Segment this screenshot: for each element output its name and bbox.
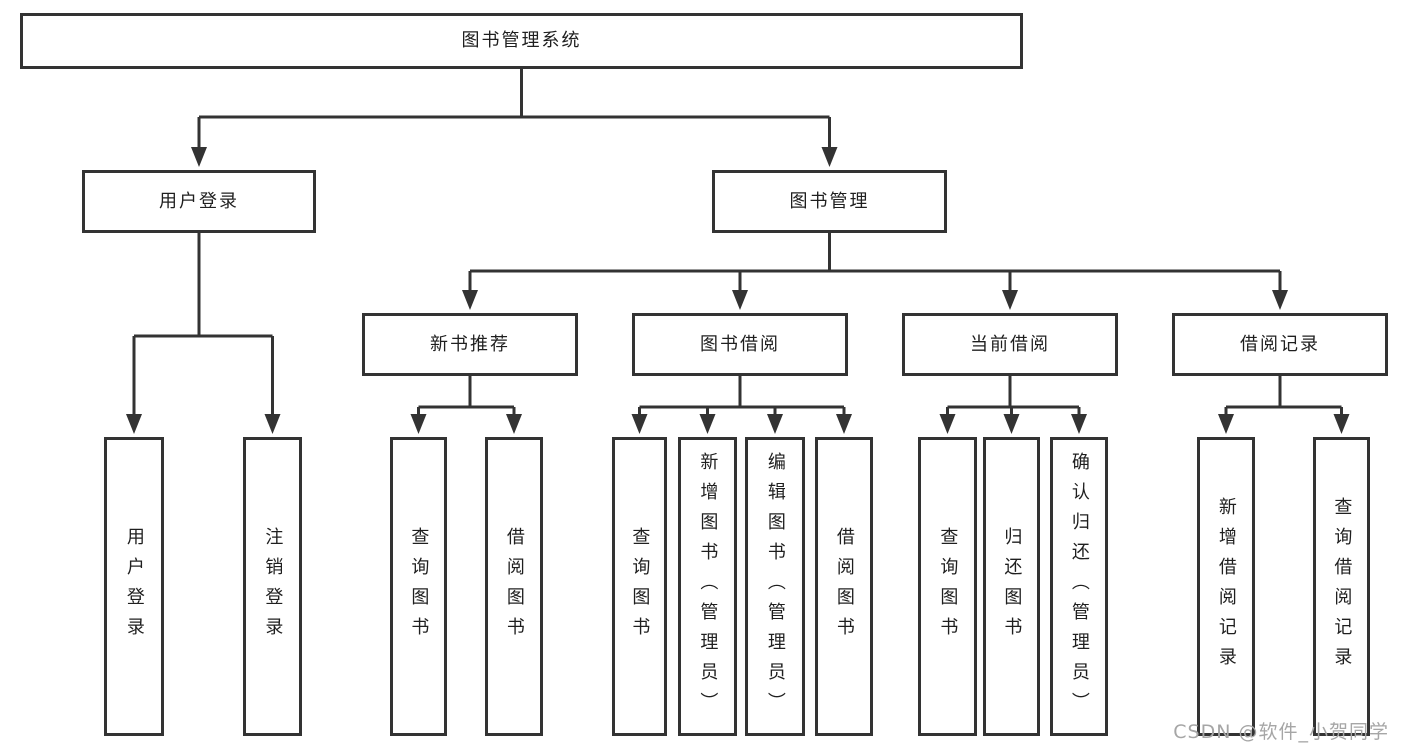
- arrowhead-icon: [462, 290, 478, 310]
- node-label: 用户登录: [123, 526, 145, 647]
- arrowhead-icon: [836, 414, 852, 434]
- arrowhead-icon: [767, 414, 783, 434]
- node-user-login: 用户登录: [82, 170, 316, 233]
- node-current-borrow: 当前借阅: [902, 313, 1118, 376]
- node-new-book-rec: 新书推荐: [362, 313, 578, 376]
- arrowhead-icon: [1333, 414, 1350, 434]
- arrowhead-icon: [821, 147, 838, 167]
- arrowhead-icon: [1071, 414, 1087, 434]
- node-label: 归还图书: [1001, 526, 1023, 647]
- node-leaf-query-borrow-record: 查询借阅记录: [1313, 437, 1370, 736]
- node-leaf-logout: 注销登录: [243, 437, 302, 736]
- node-label: 用户登录: [159, 190, 239, 212]
- node-book-borrow: 图书借阅: [632, 313, 848, 376]
- node-label: 当前借阅: [970, 333, 1050, 355]
- node-root: 图书管理系统: [20, 13, 1023, 69]
- node-borrow-record: 借阅记录: [1172, 313, 1388, 376]
- arrowhead-icon: [1002, 290, 1018, 310]
- node-label: 查询图书: [937, 526, 959, 647]
- node-label: 图书管理: [789, 190, 870, 212]
- arrowhead-icon: [699, 414, 716, 434]
- arrowhead-icon: [191, 147, 207, 167]
- arrowhead-icon: [631, 414, 648, 434]
- node-label: 注销登录: [262, 526, 284, 647]
- node-leaf-add-book: 新增图书（管理员）: [678, 437, 737, 736]
- arrowhead-icon: [126, 414, 142, 434]
- node-leaf-return-book: 归还图书: [983, 437, 1040, 736]
- arrowhead-icon: [506, 414, 522, 434]
- node-label: 新增借阅记录: [1215, 496, 1237, 677]
- node-label: 新书推荐: [430, 333, 510, 355]
- arrowhead-icon: [1272, 290, 1288, 310]
- node-label: 借阅图书: [503, 526, 525, 647]
- node-label: 新增图书（管理员）: [697, 451, 719, 722]
- arrowhead-icon: [939, 414, 956, 434]
- node-leaf-add-borrow-record: 新增借阅记录: [1197, 437, 1255, 736]
- arrowhead-icon: [1003, 414, 1020, 434]
- node-leaf-query-book-2: 查询图书: [612, 437, 667, 736]
- tree-connector-path: [132, 69, 1343, 420]
- node-label: 图书借阅: [700, 333, 780, 355]
- arrowhead-icon: [410, 414, 427, 434]
- node-leaf-confirm-return: 确认归还（管理员）: [1050, 437, 1108, 736]
- arrowhead-icon: [264, 414, 281, 434]
- node-label: 查询借阅记录: [1331, 496, 1353, 677]
- node-label: 编辑图书（管理员）: [764, 451, 786, 722]
- node-label: 查询图书: [629, 526, 651, 647]
- watermark-text: CSDN @软件_小贺同学: [1173, 721, 1389, 743]
- node-leaf-query-book-3: 查询图书: [918, 437, 977, 736]
- arrowhead-icon: [1218, 414, 1234, 434]
- node-label: 借阅记录: [1240, 333, 1320, 355]
- node-book-mgmt: 图书管理: [712, 170, 947, 233]
- node-leaf-edit-book: 编辑图书（管理员）: [745, 437, 805, 736]
- node-leaf-user-login: 用户登录: [104, 437, 164, 736]
- arrowhead-icon: [732, 290, 748, 310]
- node-label: 查询图书: [408, 526, 430, 647]
- node-label: 图书管理系统: [461, 30, 582, 52]
- node-leaf-borrow-book-1: 借阅图书: [485, 437, 543, 736]
- node-label: 确认归还（管理员）: [1068, 451, 1090, 722]
- node-leaf-query-book-1: 查询图书: [390, 437, 447, 736]
- node-leaf-borrow-book-2: 借阅图书: [815, 437, 873, 736]
- node-label: 借阅图书: [833, 526, 855, 647]
